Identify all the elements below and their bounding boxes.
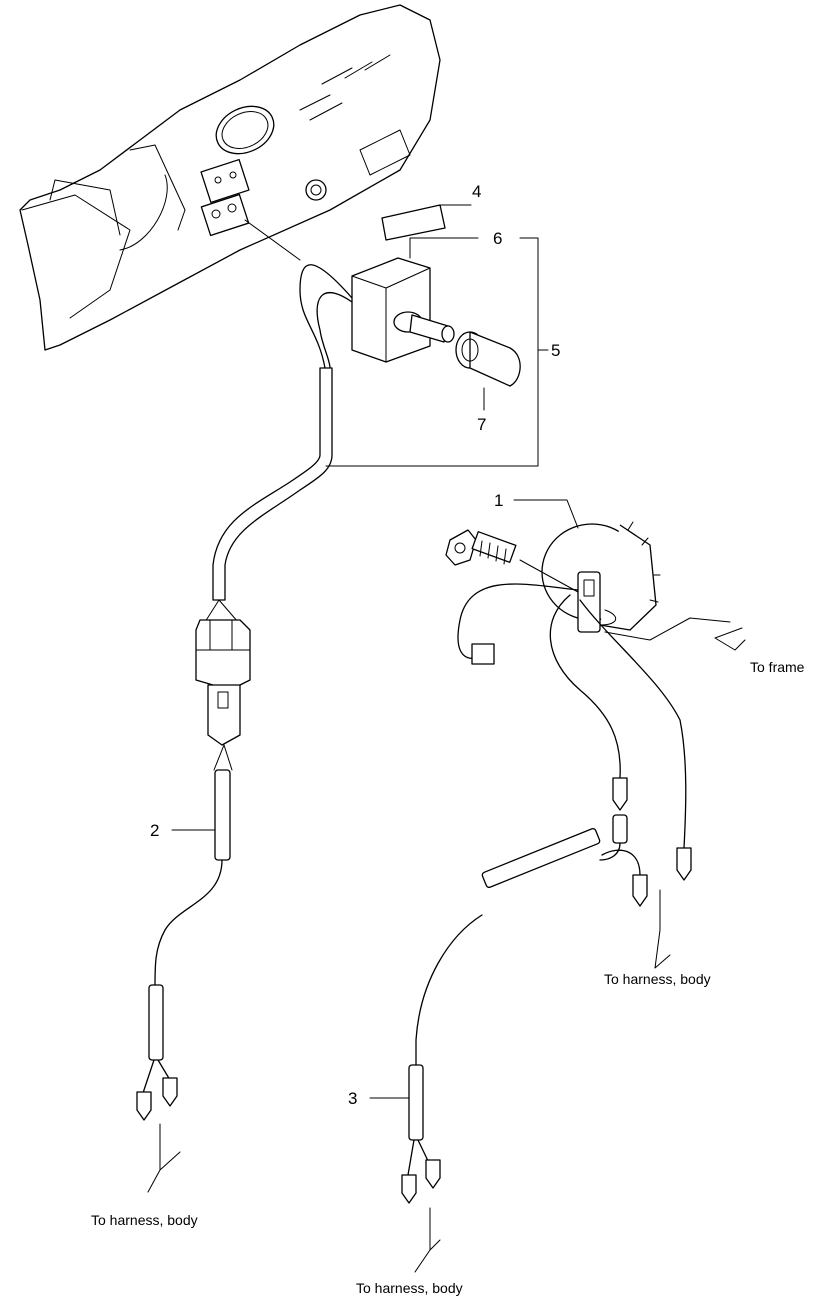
leader-1 (513, 499, 579, 529)
leader-lines (171, 204, 579, 1099)
callout-6: 6 (493, 229, 502, 248)
callout-1: 1 (494, 491, 503, 510)
note-to-frame: To frame (750, 659, 805, 675)
note-to-harness-body-right: To harness, body (604, 971, 711, 987)
callout-3: 3 (348, 1089, 357, 1108)
callout-7: 7 (477, 415, 486, 434)
callout-4: 4 (472, 182, 481, 201)
bracket-5 (325, 237, 539, 467)
callout-5: 5 (551, 341, 560, 360)
harness-2-upper (195, 264, 353, 691)
callout-2: 2 (150, 821, 159, 840)
part-4-label-plate (381, 204, 446, 241)
part-6-toggle-switch (351, 257, 455, 363)
note-to-harness-body-bottom: To harness, body (356, 1280, 463, 1296)
part-7-toggle-boot (455, 331, 521, 387)
part-1-ignition-switch (445, 521, 746, 651)
note-to-harness-body-left: To harness, body (91, 1212, 198, 1228)
harness-3 (401, 583, 692, 1273)
leader-6 (409, 237, 479, 259)
harness-2-lower (136, 684, 241, 1193)
dashboard-panel (19, 4, 441, 351)
